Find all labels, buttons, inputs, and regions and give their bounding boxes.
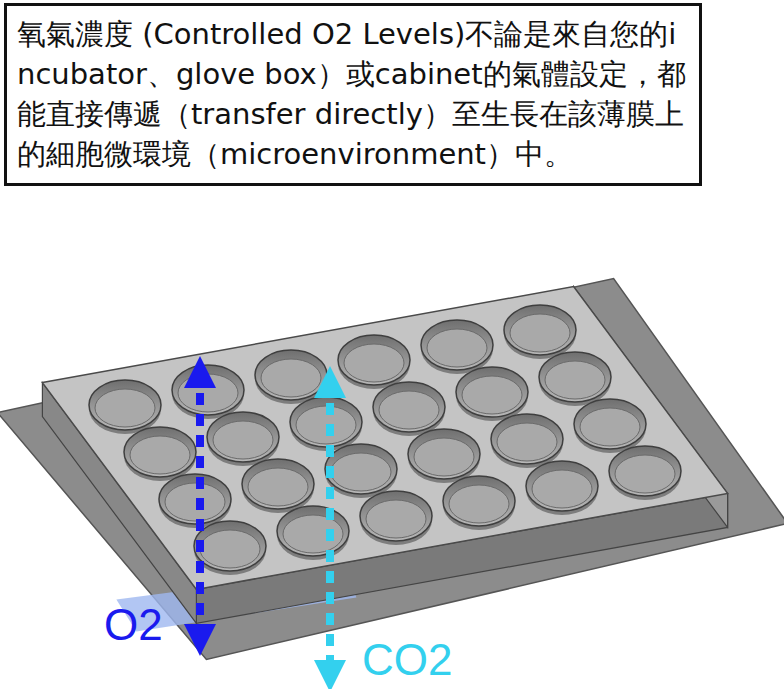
well-bottom	[165, 483, 225, 521]
well-rim	[255, 350, 327, 400]
well	[124, 427, 196, 481]
well-rim	[421, 320, 493, 370]
well	[242, 459, 314, 513]
well-rim	[526, 461, 598, 511]
well-bottom	[130, 436, 190, 474]
well	[360, 491, 432, 545]
well	[421, 320, 493, 374]
well-rim	[159, 474, 231, 524]
well-rim	[504, 305, 576, 355]
o2-label: O2	[104, 603, 163, 647]
well	[408, 429, 480, 483]
well	[526, 461, 598, 515]
well-rim	[124, 427, 196, 477]
plate-top	[42, 287, 727, 590]
well-rim	[207, 412, 279, 462]
well	[255, 350, 327, 404]
well-bottom	[615, 455, 675, 493]
well-bottom	[532, 470, 592, 508]
well	[574, 399, 646, 453]
well-rim	[456, 367, 528, 417]
well-rim	[89, 380, 161, 430]
well-bottom	[545, 361, 605, 399]
well-rim	[277, 506, 349, 556]
well-rim	[539, 352, 611, 402]
well	[456, 367, 528, 421]
well-bottom	[427, 329, 487, 367]
co2-label: CO2	[362, 638, 452, 682]
well-bottom	[178, 374, 238, 412]
well	[194, 521, 266, 575]
well	[159, 474, 231, 528]
plate-skirt	[0, 279, 784, 660]
well-bottom	[200, 530, 260, 568]
well	[539, 352, 611, 406]
well	[172, 365, 244, 419]
well-bottom	[248, 468, 308, 506]
well	[338, 335, 410, 389]
well-rim	[443, 476, 515, 526]
description-text: 氧氣濃度 (Controlled O2 Levels)不論是來自您的incuba…	[17, 14, 689, 174]
well	[277, 506, 349, 560]
well	[89, 380, 161, 434]
well-bottom	[366, 500, 426, 538]
well-bottom	[580, 408, 640, 446]
well	[373, 382, 445, 436]
well	[443, 476, 515, 530]
well-bottom	[344, 344, 404, 382]
well-bottom	[497, 423, 557, 461]
well-rim	[574, 399, 646, 449]
well-rim	[373, 382, 445, 432]
o2-arrow	[196, 372, 204, 640]
well	[207, 412, 279, 466]
well-bottom	[213, 421, 273, 459]
well-rim	[194, 521, 266, 571]
well-rim	[338, 335, 410, 385]
well-bottom	[95, 389, 155, 427]
well	[609, 446, 681, 500]
well-rim	[325, 444, 397, 494]
well-bottom	[261, 359, 321, 397]
well-bottom	[449, 485, 509, 523]
well	[491, 414, 563, 468]
co2-arrow	[326, 382, 334, 676]
well	[325, 444, 397, 498]
well	[504, 305, 576, 359]
well-bottom	[414, 438, 474, 476]
well-bottom	[331, 453, 391, 491]
well-bottom	[510, 314, 570, 352]
text-box: 氧氣濃度 (Controlled O2 Levels)不論是來自您的incuba…	[4, 3, 702, 186]
well-rim	[360, 491, 432, 541]
well-bottom	[379, 391, 439, 429]
well-rim	[242, 459, 314, 509]
well-rim	[609, 446, 681, 496]
well-rim	[491, 414, 563, 464]
well-rim	[172, 365, 244, 415]
well-rim	[408, 429, 480, 479]
well-bottom	[462, 376, 522, 414]
